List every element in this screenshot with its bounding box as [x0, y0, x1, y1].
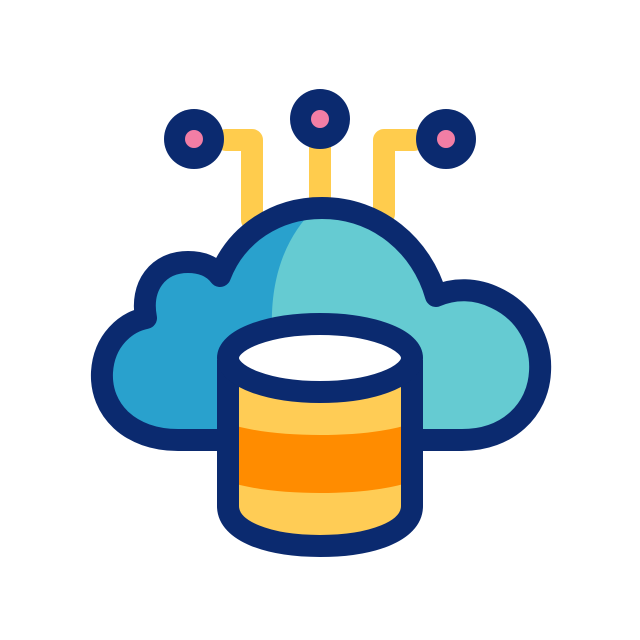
network-nodes [164, 89, 476, 169]
node-left [164, 109, 224, 169]
node-middle [290, 89, 350, 149]
connector-right [373, 129, 425, 225]
node-right [416, 109, 476, 169]
connector-lines [215, 129, 425, 231]
database-cylinder [217, 313, 423, 557]
connector-left [215, 129, 263, 231]
